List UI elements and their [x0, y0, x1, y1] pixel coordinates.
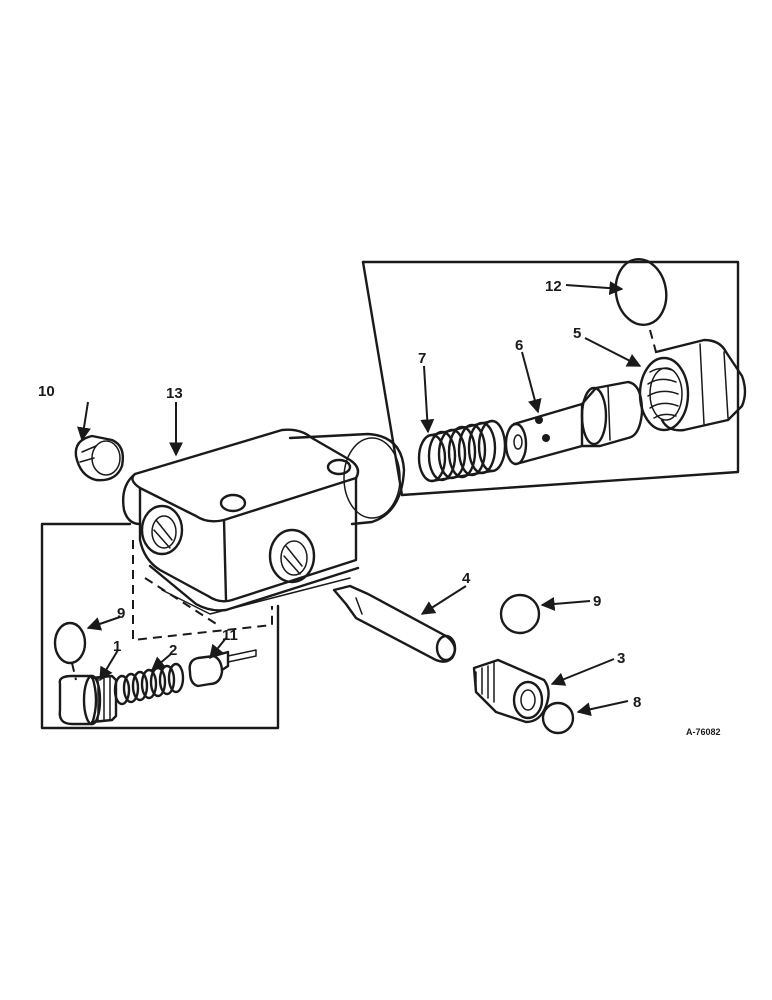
o-ring-9-left [53, 621, 87, 665]
leader-4 [420, 585, 467, 615]
valve-body-13 [121, 428, 406, 615]
leader-2 [150, 653, 172, 671]
poppet-12 [188, 649, 257, 688]
spring-2 [113, 662, 185, 706]
callout-9-right: 9 [593, 593, 601, 610]
leader-5 [584, 337, 642, 367]
callout-11: 10 [38, 383, 55, 400]
connector-3 [472, 658, 550, 724]
leader-3 [550, 658, 615, 686]
callout-labels: 10 13 7 6 5 12 4 9 3 8 9 1 2 11 [38, 278, 641, 711]
callout-7: 7 [418, 350, 426, 367]
leader-12 [209, 637, 227, 660]
piston-6 [504, 380, 644, 466]
callout-10: 12 [545, 278, 562, 295]
callout-13: 13 [166, 385, 183, 402]
leader-10 [565, 281, 624, 296]
leader-lines [77, 281, 642, 717]
o-ring-9-right [499, 593, 541, 635]
dashed-assembly-lines [132, 540, 273, 642]
leader-9-left [86, 616, 121, 631]
callout-9-left: 9 [117, 605, 125, 622]
o-ring-10 [614, 258, 668, 326]
callout-3: 3 [617, 650, 625, 667]
o-ring-10-centerline [649, 329, 657, 353]
pin-4 [332, 584, 457, 663]
o-ring-8 [541, 701, 575, 735]
drawing-reference: A-76082 [686, 727, 721, 737]
spring-7 [417, 419, 507, 483]
plug-1 [58, 674, 118, 726]
plug-11 [74, 434, 125, 482]
leader-8 [576, 700, 629, 717]
leader-11 [77, 401, 91, 442]
callout-2: 2 [169, 642, 177, 659]
callout-6: 6 [515, 337, 523, 354]
cap-nut-5 [638, 338, 747, 432]
callout-5: 5 [573, 325, 581, 342]
leader-6 [521, 351, 542, 414]
leader-9-right [540, 596, 591, 611]
callout-8: 8 [633, 694, 641, 711]
o-ring-9-centerline [71, 662, 77, 681]
leader-7 [420, 365, 435, 434]
check-valve-inset-box [40, 522, 280, 730]
callout-12: 11 [222, 627, 238, 644]
callout-1: 1 [113, 638, 121, 655]
leader-1 [99, 649, 119, 682]
callout-4: 4 [462, 570, 471, 587]
